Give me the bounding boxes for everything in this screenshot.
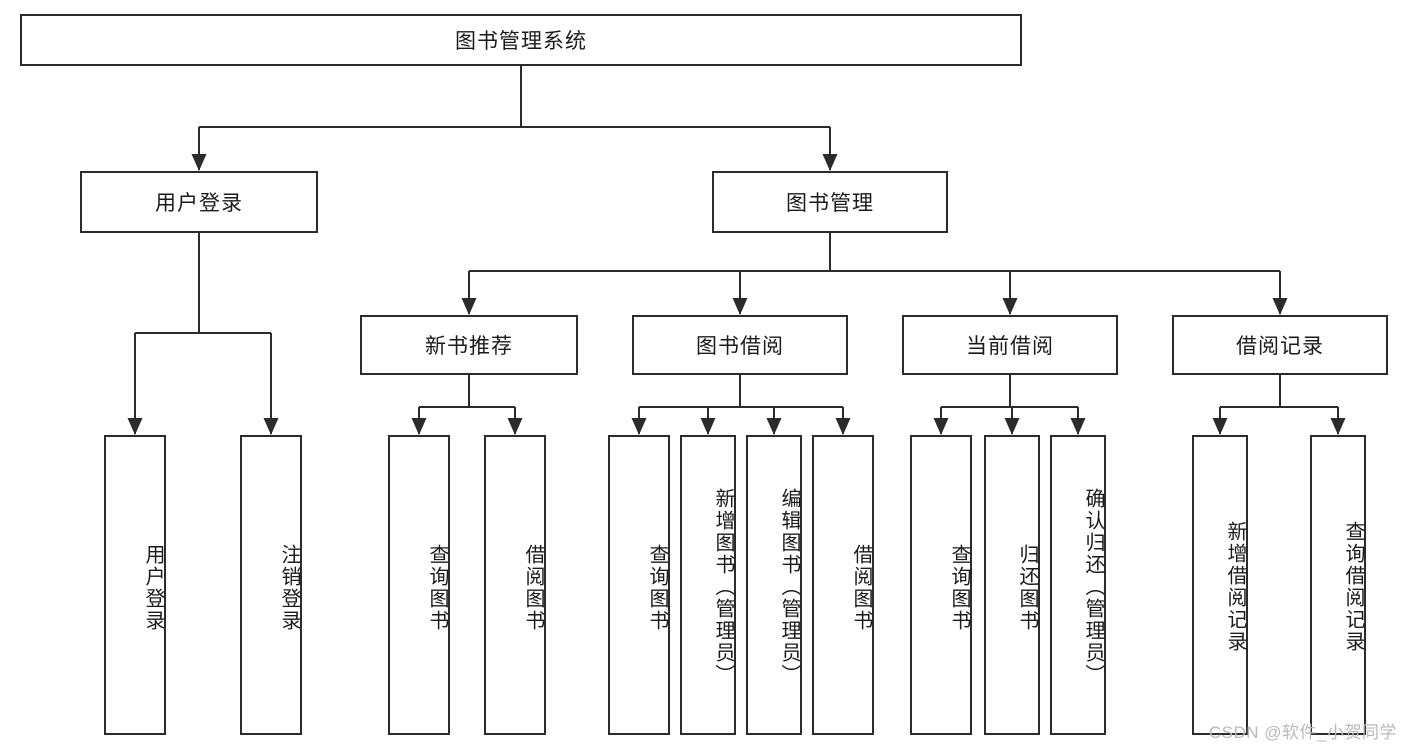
- node-label-current: 当前借阅: [966, 335, 1054, 358]
- node-label-c_query: 查询图书: [948, 544, 970, 632]
- node-label-b_add: 新增图书（管理员）: [712, 488, 734, 686]
- node-n_borrow[interactable]: 借阅图书: [484, 435, 546, 735]
- arrowhead-icon-current: [1002, 298, 1018, 315]
- node-newbook[interactable]: 新书推荐: [360, 315, 578, 375]
- node-label-r_query: 查询借阅记录: [1342, 521, 1364, 653]
- node-c_query[interactable]: 查询图书: [910, 435, 972, 735]
- node-login[interactable]: 用户登录: [80, 171, 318, 233]
- arrowhead-icon-borrow: [732, 298, 748, 315]
- node-label-bookmgmt: 图书管理: [786, 192, 874, 215]
- node-label-newbook: 新书推荐: [425, 335, 513, 358]
- node-borrow[interactable]: 图书借阅: [632, 315, 848, 375]
- node-label-records: 借阅记录: [1236, 335, 1324, 358]
- node-label-l_logout: 注销登录: [278, 544, 300, 632]
- node-label-b_lend: 借阅图书: [850, 544, 872, 632]
- node-label-c_confirm: 确认归还（管理员）: [1082, 488, 1104, 686]
- arrowhead-icon-l_login: [127, 418, 143, 435]
- arrowhead-icon-r_add: [1212, 418, 1228, 435]
- node-b_query[interactable]: 查询图书: [608, 435, 670, 735]
- node-current[interactable]: 当前借阅: [902, 315, 1118, 375]
- node-c_return[interactable]: 归还图书: [984, 435, 1040, 735]
- node-b_lend[interactable]: 借阅图书: [812, 435, 874, 735]
- node-root[interactable]: 图书管理系统: [20, 14, 1022, 66]
- arrowhead-icon-c_return: [1004, 418, 1020, 435]
- arrowhead-icon-login: [191, 154, 207, 171]
- arrowhead-icon-b_edit: [766, 418, 782, 435]
- node-c_confirm[interactable]: 确认归还（管理员）: [1050, 435, 1106, 735]
- node-label-r_add: 新增借阅记录: [1224, 521, 1246, 653]
- node-label-b_edit: 编辑图书（管理员）: [778, 488, 800, 686]
- node-label-n_query: 查询图书: [426, 544, 448, 632]
- node-b_edit[interactable]: 编辑图书（管理员）: [746, 435, 802, 735]
- node-label-login: 用户登录: [155, 192, 243, 215]
- arrowhead-icon-records: [1272, 298, 1288, 315]
- node-l_login[interactable]: 用户登录: [104, 435, 166, 735]
- arrowhead-icon-n_borrow: [507, 418, 523, 435]
- node-r_add[interactable]: 新增借阅记录: [1192, 435, 1248, 735]
- node-label-n_borrow: 借阅图书: [522, 544, 544, 632]
- arrowhead-icon-bookmgmt: [822, 154, 838, 171]
- node-label-root: 图书管理系统: [455, 30, 587, 53]
- arrowhead-icon-b_lend: [835, 418, 851, 435]
- node-n_query[interactable]: 查询图书: [388, 435, 450, 735]
- node-l_logout[interactable]: 注销登录: [240, 435, 302, 735]
- node-label-l_login: 用户登录: [142, 544, 164, 632]
- arrowhead-icon-b_query: [631, 418, 647, 435]
- arrowhead-icon-r_query: [1330, 418, 1346, 435]
- arrowhead-icon-n_query: [411, 418, 427, 435]
- node-r_query[interactable]: 查询借阅记录: [1310, 435, 1366, 735]
- node-label-c_return: 归还图书: [1016, 544, 1038, 632]
- arrowhead-icon-l_logout: [263, 418, 279, 435]
- node-b_add[interactable]: 新增图书（管理员）: [680, 435, 736, 735]
- arrowhead-icon-c_confirm: [1070, 418, 1086, 435]
- arrowhead-icon-b_add: [700, 418, 716, 435]
- node-label-b_query: 查询图书: [646, 544, 668, 632]
- arrowhead-icon-newbook: [461, 298, 477, 315]
- node-label-borrow: 图书借阅: [696, 335, 784, 358]
- watermark-label: CSDN @软件_小贺同学: [1208, 723, 1397, 742]
- arrowhead-icon-c_query: [933, 418, 949, 435]
- node-bookmgmt[interactable]: 图书管理: [712, 171, 948, 233]
- node-records[interactable]: 借阅记录: [1172, 315, 1388, 375]
